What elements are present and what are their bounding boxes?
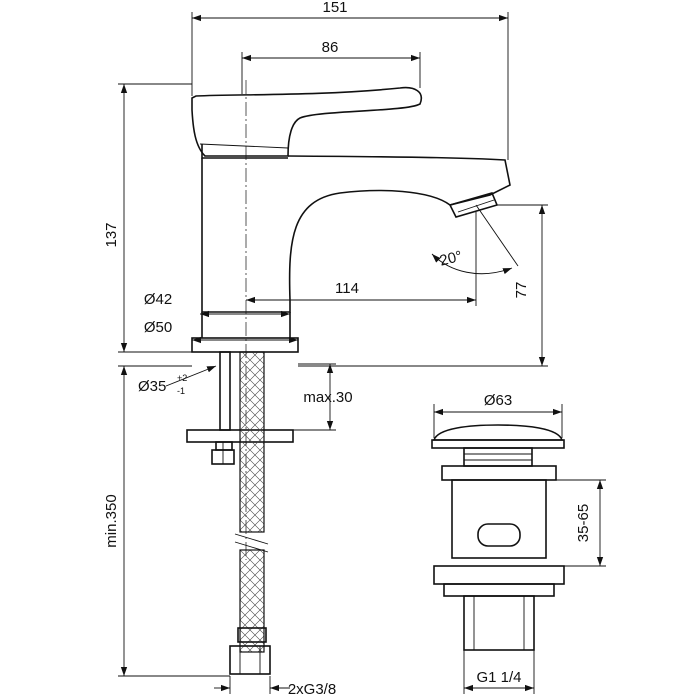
label-total-height: 137 [103,222,120,247]
label-hole-tol-plus: +2 [177,373,187,383]
label-spout-height: 77 [513,282,530,299]
hose-nut [229,645,271,675]
waste-body [451,479,547,559]
label-base-inner: Ø42 [144,291,172,308]
overflow-slot [477,523,521,547]
dimension-labels: 151 86 137 114 77 20° Ø42 Ø50 Ø35 +2 -1 … [103,0,592,698]
label-waste-thread: G1 1/4 [476,669,521,686]
waste-cap [432,424,564,441]
nut [215,441,233,451]
label-spout-reach: 114 [335,280,359,297]
label-max-thickness: max.30 [303,389,352,406]
hose-ferrule [237,627,267,643]
pop-up-waste [431,424,565,651]
label-hole-dia: Ø35 [138,378,166,395]
label-handle-width: 86 [322,39,339,56]
label-hole-tol-minus: -1 [177,386,185,396]
spout [201,155,511,313]
flexible-hose [229,351,271,675]
dimension-lines [118,12,606,694]
label-waste-range: 35-65 [575,504,592,542]
label-waste-dia: Ø63 [484,392,512,409]
waste-nut [433,565,565,585]
threaded-stud [219,351,231,431]
waste-thread [463,595,535,651]
label-hose-connection: 2xG3/8 [288,681,336,698]
label-total-width: 151 [322,0,347,16]
aerator [448,192,499,218]
label-spray-angle: 20° [438,248,464,270]
label-base-outer: Ø50 [144,319,172,336]
lever-handle [191,86,422,157]
label-hose-length: min.350 [103,494,120,547]
